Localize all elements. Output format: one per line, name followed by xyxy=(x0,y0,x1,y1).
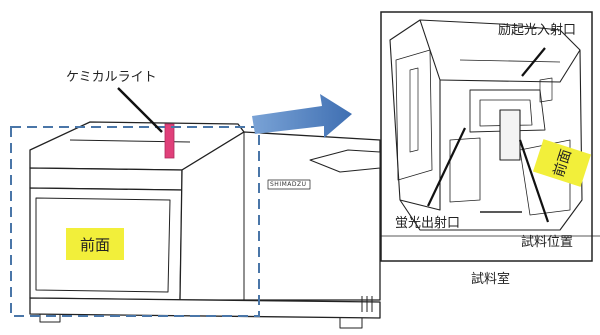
chemical-light-stick xyxy=(164,123,175,159)
emission-pointer xyxy=(427,127,466,207)
excitation-label: 励起光入射口 xyxy=(498,23,577,38)
emission-label: 蛍光出射口 xyxy=(395,216,461,231)
sample-position-pointer xyxy=(518,139,550,223)
chamber-interior xyxy=(380,19,600,237)
front-area-frame xyxy=(10,126,260,317)
chemical-light-pointer xyxy=(117,87,163,133)
chemical-light-label: ケミカルライト xyxy=(66,70,157,85)
front-label-main: 前面 xyxy=(66,228,124,260)
brand-label: SHIMADZU xyxy=(270,181,307,188)
sample-position-label: 試料位置 xyxy=(521,235,574,250)
sample-chamber-caption: 試料室 xyxy=(471,272,511,287)
instrument xyxy=(29,121,381,329)
excitation-pointer xyxy=(521,47,546,77)
right-arrow-icon xyxy=(252,94,352,138)
